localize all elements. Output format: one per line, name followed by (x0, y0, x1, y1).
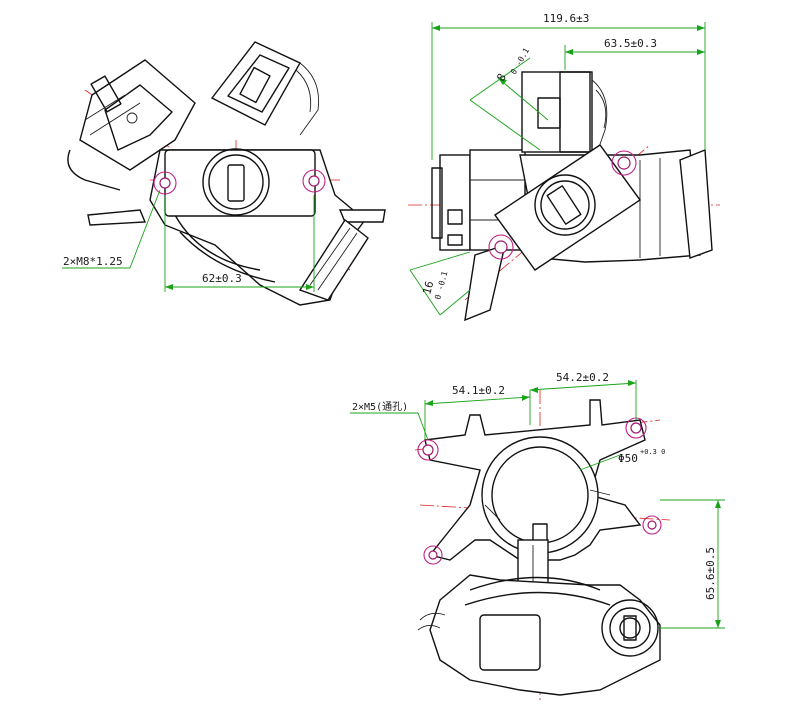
right-view: 119.6±3 63.5±0.3 8 0 -0.1 16 0 -0.1 (408, 12, 720, 322)
bottom-mounting-hole-left (417, 439, 439, 461)
left-mounting-hole-left (153, 171, 177, 195)
bottom-dim-bore: Φ50 +0.3 0 (579, 448, 665, 471)
left-dim-hole-spacing: 62±0.3 (164, 195, 315, 292)
dim-angle-bottom-tol: 0 -0.1 (433, 270, 449, 300)
dim-left-span-text: 54.1±0.2 (452, 384, 505, 397)
left-switch-module (67, 59, 196, 191)
dim-height-text: 65.6±0.5 (704, 547, 717, 600)
bottom-mounting-hole-side-left (423, 545, 443, 565)
left-view: 62±0.3 2×M8*1.25 (62, 41, 386, 306)
bottom-bracket (424, 399, 646, 561)
bottom-dim-screw: 2×M5(通孔) (350, 401, 429, 441)
dim-hole-spacing-text: 62±0.3 (202, 272, 242, 285)
left-key-housing (87, 148, 386, 306)
bottom-dim-left-span: 54.1±0.2 (424, 384, 531, 440)
dim-screw-text: 2×M5(通孔) (352, 401, 408, 413)
dim-right-span-text: 54.2±0.2 (556, 371, 609, 384)
right-mounting-hole-lower (488, 234, 514, 260)
dim-thread-text: 2×M8*1.25 (63, 255, 123, 268)
dim-bore-text: Φ50 (618, 452, 638, 465)
dim-overall-width-text: 119.6±3 (543, 12, 589, 25)
right-main-housing (464, 144, 713, 322)
dim-offset-text: 63.5±0.3 (604, 37, 657, 50)
bottom-ignition-assembly (417, 574, 661, 696)
right-dim-overall-width: 119.6±3 (431, 12, 706, 160)
bottom-dim-right-span: 54.2±0.2 (529, 371, 637, 420)
right-dim-offset: 63.5±0.3 (564, 37, 705, 70)
right-connector (521, 71, 608, 153)
dim-bore-tol: +0.3 0 (640, 448, 665, 456)
bottom-mounting-hole-side-right (642, 515, 662, 535)
right-mounting-hole-upper (611, 150, 637, 176)
right-dim-angle-bottom: 16 0 -0.1 (409, 251, 471, 316)
left-mounting-hole-right (302, 169, 326, 193)
bottom-view: 54.1±0.2 54.2±0.2 2×M5(通孔) Φ50 +0.3 0 65… (350, 371, 725, 700)
left-connector (210, 41, 320, 136)
dim-angle-bottom-value: 16 (420, 280, 436, 296)
left-dim-thread: 2×M8*1.25 (62, 189, 161, 269)
bottom-dim-height: 65.6±0.5 (660, 499, 725, 629)
